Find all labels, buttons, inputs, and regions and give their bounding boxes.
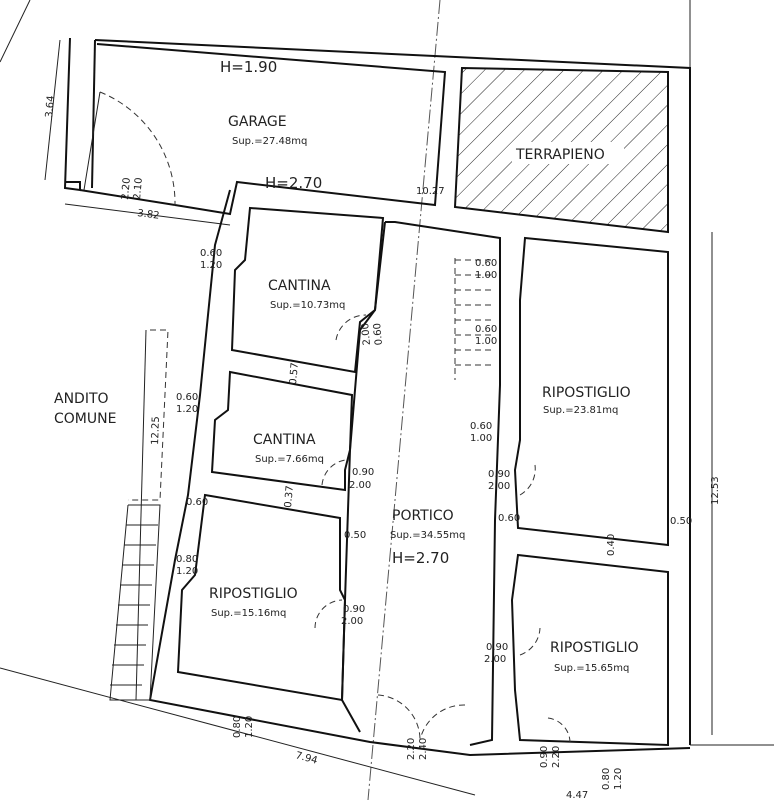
dim-line-bottom	[0, 667, 476, 796]
stairs-left	[109, 504, 161, 701]
portico-area: Sup.=34.55mq	[390, 530, 465, 541]
garage-door-w: 2.20	[120, 177, 133, 200]
svg-text:1.20: 1.20	[176, 566, 198, 577]
svg-text:0.50: 0.50	[344, 530, 366, 541]
svg-text:0.40: 0.40	[606, 534, 617, 556]
portico-height: H=2.70	[392, 549, 449, 567]
svg-text:1.00: 1.00	[475, 336, 497, 347]
cantina-2-label: CANTINA	[253, 432, 316, 448]
svg-text:0.80: 0.80	[176, 554, 198, 565]
svg-text:2.20: 2.20	[551, 746, 562, 768]
boundary-line	[0, 0, 31, 63]
dim-10-27: 10.27	[416, 186, 445, 197]
svg-text:0.50: 0.50	[670, 516, 692, 527]
terrapieno-label: TERRAPIENO	[515, 147, 605, 163]
andito-label-2: COMUNE	[54, 411, 116, 427]
ripostiglio-right-upper-room	[513, 236, 669, 547]
svg-text:2.20: 2.20	[406, 738, 417, 760]
svg-text:2.40: 2.40	[418, 738, 429, 760]
svg-text:1.00: 1.00	[470, 433, 492, 444]
svg-text:0.60: 0.60	[186, 497, 208, 508]
ripostiglio-right-upper-area: Sup.=23.81mq	[543, 405, 618, 416]
svg-text:0.60: 0.60	[475, 324, 497, 335]
outer-wall	[148, 189, 691, 757]
svg-text:0.57: 0.57	[288, 362, 301, 385]
svg-text:0.60: 0.60	[475, 258, 497, 269]
svg-text:2.00: 2.00	[360, 323, 373, 346]
svg-text:0.90: 0.90	[486, 642, 508, 653]
svg-text:0.60: 0.60	[176, 392, 198, 403]
dim-12-53: 12.53	[710, 476, 721, 505]
svg-text:0.90: 0.90	[352, 467, 374, 478]
cantina-1-label: CANTINA	[268, 278, 331, 294]
wall-height: H=2.70	[265, 174, 322, 192]
svg-text:0.90: 0.90	[539, 746, 550, 768]
portico-label: PORTICO	[392, 508, 454, 524]
cantina-2-room	[210, 370, 354, 492]
andito-outline	[128, 329, 169, 501]
svg-text:1.00: 1.00	[475, 270, 497, 281]
svg-text:0.90: 0.90	[343, 604, 365, 615]
svg-text:0.60: 0.60	[200, 248, 222, 259]
ripostiglio-right-lower-label: RIPOSTIGLIO	[550, 640, 639, 656]
svg-text:1.20: 1.20	[200, 260, 222, 271]
svg-text:0.37: 0.37	[283, 485, 296, 508]
axis-line	[367, 0, 441, 800]
dim-12-25: 12.25	[150, 416, 162, 445]
garage-area: Sup.=27.48mq	[232, 136, 307, 147]
svg-text:2.00: 2.00	[341, 616, 363, 627]
portico-wall	[385, 221, 501, 746]
svg-text:0.90: 0.90	[488, 469, 510, 480]
andito-label-1: ANDITO	[54, 391, 109, 407]
door-swings	[314, 314, 571, 743]
garage-walls	[63, 37, 691, 745]
svg-text:1.20: 1.20	[613, 768, 624, 790]
dim-line-left	[135, 329, 147, 701]
dim-3-64: 3.64	[44, 95, 57, 118]
dim-7-94: 7.94	[294, 750, 318, 766]
cantina-2-area: Sup.=7.66mq	[255, 454, 324, 465]
ripostiglio-left-area: Sup.=15.16mq	[211, 608, 286, 619]
svg-text:0.60: 0.60	[498, 513, 520, 524]
svg-text:1.20: 1.20	[176, 404, 198, 415]
ripostiglio-right-upper-label: RIPOSTIGLIO	[542, 385, 631, 401]
stairs-right	[454, 258, 495, 380]
cantina-1-area: Sup.=10.73mq	[270, 300, 345, 311]
svg-text:0.80: 0.80	[601, 768, 612, 790]
ripostiglio-left-room	[176, 493, 347, 702]
svg-text:2.00: 2.00	[484, 654, 506, 665]
garage-door-h: 2.10	[132, 177, 145, 200]
ripostiglio-left-label: RIPOSTIGLIO	[209, 586, 298, 602]
opening-dimensions: 0.601.20 0.601.20 0.60 0.801.20 2.00 0.6…	[176, 248, 692, 790]
svg-text:2.00: 2.00	[488, 481, 510, 492]
svg-text:2.00: 2.00	[349, 480, 371, 491]
svg-text:0.60: 0.60	[470, 421, 492, 432]
dim-4-47: 4.47	[566, 790, 588, 800]
garage-height: H=1.90	[220, 58, 277, 76]
svg-text:0.80: 0.80	[232, 716, 243, 738]
cantina-1-room	[230, 206, 385, 374]
ripostiglio-right-lower-area: Sup.=15.65mq	[554, 663, 629, 674]
garage-label: GARAGE	[228, 114, 287, 130]
ripostiglio-right-lower-room	[510, 553, 669, 747]
svg-text:0.60: 0.60	[372, 323, 385, 346]
svg-text:1.20: 1.20	[244, 716, 255, 738]
dim-3-82: 3.82	[137, 208, 160, 222]
